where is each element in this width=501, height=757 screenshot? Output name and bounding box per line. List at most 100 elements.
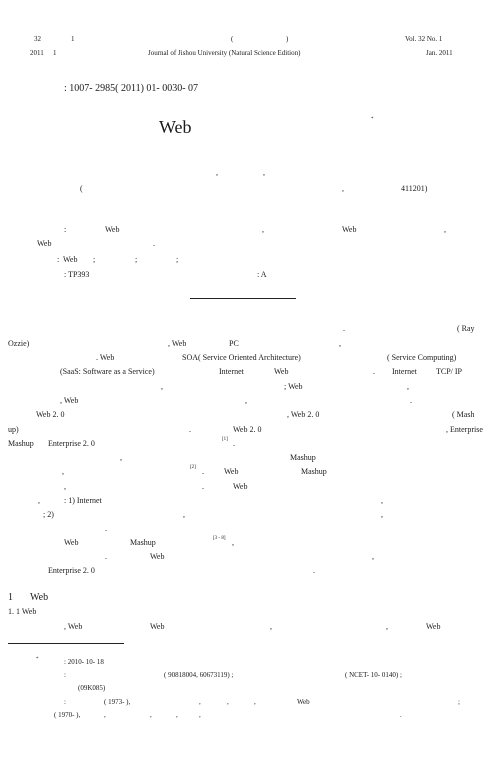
body-text: up) (8, 425, 19, 434)
fund-number: (09K085) (78, 684, 106, 692)
body-text: . (202, 482, 204, 491)
title-footnote-mark: * (371, 117, 374, 122)
body-text: Web (224, 467, 239, 476)
body-text: ; Web (284, 382, 303, 391)
body-text: . (105, 552, 107, 561)
abstract-text: Web (37, 239, 52, 248)
author-birth-year: ( 1970- ), (54, 711, 81, 719)
body-text: . (105, 524, 107, 533)
author-birth-year: ( 1973- ), (104, 698, 131, 706)
article-number: : 1007- 2985( 2011) 01- 0030- 07 (64, 83, 199, 94)
abstract-text: . (153, 239, 155, 248)
affiliation-paren: ( (80, 184, 83, 193)
article-title: Web (159, 117, 192, 137)
affiliation-comma: , (342, 184, 344, 193)
body-text: , (161, 382, 163, 391)
fund-number: ( 90818004, 60673119) ; (164, 671, 234, 679)
body-text: Ozzie) (8, 339, 30, 348)
body-text: , Web (168, 339, 187, 348)
body-text: ; 2) (43, 510, 54, 519)
body-text: , (38, 496, 40, 505)
body-text: . (202, 467, 204, 476)
body-text: . (313, 566, 315, 575)
footnote-text: : (64, 698, 66, 706)
footnote-text: , (227, 698, 229, 706)
body-text: , Web 2. 0 (287, 410, 320, 419)
body-text: , Web (60, 396, 79, 405)
body-text: Web 2. 0 (233, 425, 262, 434)
body-text: Web (426, 622, 441, 631)
body-text: , (120, 453, 122, 462)
body-text: : 1) Internet (64, 496, 102, 505)
header-issue-cn: 1 (71, 35, 75, 43)
footnote-text: , (254, 698, 256, 706)
body-text: , (64, 482, 66, 491)
body-text: , Web (64, 622, 83, 631)
section-heading: Web (30, 592, 49, 603)
header-volume-cn: 32 (34, 35, 41, 43)
header-volume-en: Vol. 32 No. 1 (405, 35, 443, 43)
header-paren-close: ) (286, 35, 289, 43)
keyword-separator: ; (135, 255, 138, 264)
body-text: Web (233, 482, 248, 491)
citation-reference: [2] (190, 465, 196, 470)
footnote-text: , (104, 711, 106, 719)
body-text: , (245, 396, 247, 405)
body-text: Enterprise 2. 0 (48, 566, 95, 575)
body-text: . (343, 324, 345, 333)
footnote-text: , (176, 711, 178, 719)
body-text: , (372, 552, 374, 561)
body-text: Mashup (130, 538, 156, 547)
body-text: Mashup (8, 439, 34, 448)
section-heading-number: 1 (8, 592, 13, 603)
body-text: Web (150, 622, 165, 631)
keyword-separator: ; (176, 255, 179, 264)
footnote-mark: * (36, 657, 39, 662)
abstract-text: Web (105, 225, 120, 234)
footnote-text: , (199, 698, 201, 706)
footnote-text: . (400, 711, 402, 719)
footnote-text: : (64, 671, 66, 679)
body-text: Enterprise 2. 0 (48, 439, 95, 448)
footnote-text: , (199, 711, 201, 719)
header-date-en: Jan. 2011 (426, 49, 453, 57)
footnote-divider (8, 643, 124, 644)
body-text: ( Service Computing) (387, 353, 457, 362)
body-text: PC (229, 339, 239, 348)
body-text: ( Mash (452, 410, 475, 419)
header-journal-en: Journal of Jishou University (Natural Sc… (148, 49, 301, 57)
body-text: Internet (392, 367, 417, 376)
body-text: Internet (219, 367, 244, 376)
subsection-heading: 1. 1 Web (8, 607, 37, 616)
body-text: . (189, 425, 191, 434)
body-text: , (270, 622, 272, 631)
body-text: . Web (96, 353, 115, 362)
body-text: Web (150, 552, 165, 561)
body-text: , (339, 339, 341, 348)
body-text: , (381, 496, 383, 505)
document-code: : A (257, 270, 267, 279)
body-text: , (407, 382, 409, 391)
body-text: , (183, 510, 185, 519)
header-month-cn: 1 (53, 49, 57, 57)
body-text: , (381, 510, 383, 519)
footnote-text: , (150, 711, 152, 719)
abstract-text: , (444, 225, 446, 234)
abstract-text: Web (342, 225, 357, 234)
body-text: Web (64, 538, 79, 547)
footnote-text: Web (297, 698, 310, 706)
abstract-divider (190, 298, 296, 299)
header-paren-open: ( (231, 35, 234, 43)
body-text: TCP/ IP (436, 367, 463, 376)
fund-number: ( NCET- 10- 0140) ; (345, 671, 402, 679)
keywords-colon: : (57, 255, 60, 264)
affiliation-postcode: 411201) (401, 184, 428, 193)
received-date: : 2010- 10- 18 (64, 658, 104, 666)
body-text: , (232, 538, 234, 547)
author-separator: , (263, 168, 265, 177)
body-text: , (62, 467, 64, 476)
citation-reference: [3 - 8] (213, 536, 226, 541)
body-text: . (410, 396, 412, 405)
body-text: , (386, 622, 388, 631)
body-text: Mashup (301, 467, 327, 476)
